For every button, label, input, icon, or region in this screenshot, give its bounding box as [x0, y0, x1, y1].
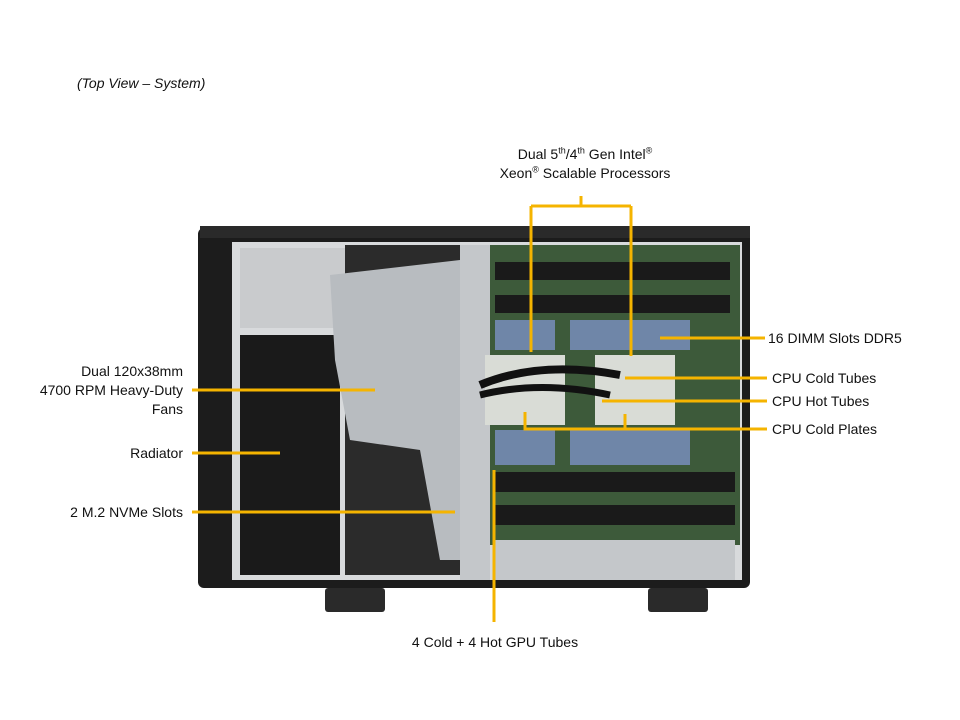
air-shroud-bracket [330, 260, 470, 560]
cold-plates-label: CPU Cold Plates [772, 421, 878, 437]
hot-tubes-label: CPU Hot Tubes [772, 393, 870, 409]
cold-plates-leader [523, 412, 767, 431]
gpu-tubes-label: 4 Cold + 4 Hot GPU Tubes [411, 634, 579, 650]
processors-leader [529, 196, 633, 356]
nvme-label: 2 M.2 NVMe Slots [70, 504, 183, 520]
cold-plate-right [595, 355, 675, 425]
leader-lines [192, 196, 767, 622]
processors-label: Dual 5th/4th Gen Intel® Xeon® Scalable P… [499, 145, 671, 181]
cold-tubes-label: CPU Cold Tubes [772, 370, 877, 386]
view-caption: (Top View – System) [77, 75, 206, 91]
radiator-block [240, 335, 340, 575]
dimm-label: 16 DIMM Slots DDR5 [768, 330, 902, 346]
radiator-label: Radiator [130, 445, 183, 461]
chassis-photo [198, 226, 750, 612]
